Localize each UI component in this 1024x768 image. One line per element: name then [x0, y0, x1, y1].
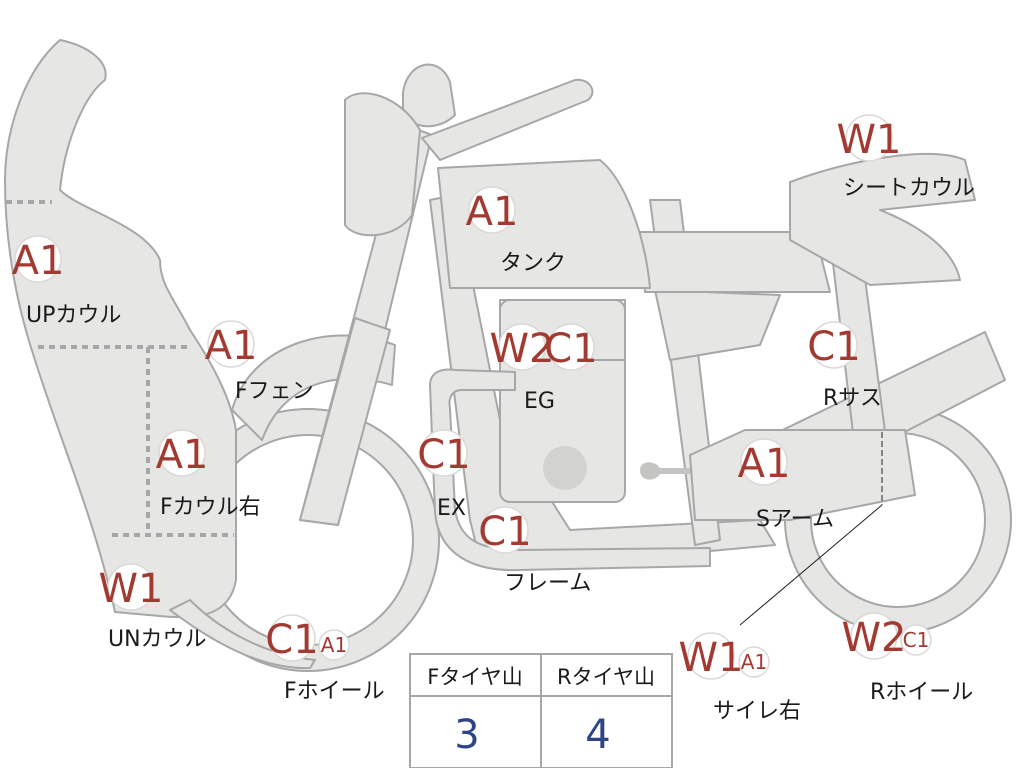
- seat-cowl-label: シートカウル: [843, 176, 975, 201]
- frame-label: フレーム: [504, 571, 591, 596]
- frame-code: C1: [478, 509, 531, 555]
- up-cowl-code: A1: [12, 238, 65, 284]
- r-wheel-code-2: C1: [903, 628, 930, 652]
- part-codes: A1 A1 A1 W1 C1 A1 A1 W2 C1 C1 C1 W1 C1 A…: [12, 117, 930, 681]
- f-wheel-code: C1: [265, 617, 318, 663]
- exhaust-shape: [429, 368, 711, 572]
- s-arm-label: Sアーム: [756, 507, 834, 532]
- rear-tire-header: Rタイヤ山: [557, 665, 655, 689]
- exhaust-label: EX: [437, 496, 466, 521]
- exhaust-code: C1: [417, 432, 470, 478]
- code-badges: [14, 114, 932, 680]
- rear-tire-value: 4: [585, 712, 610, 758]
- r-wheel-code: W2: [842, 615, 907, 661]
- f-wheel-code-2: A1: [321, 633, 347, 657]
- silencer-right-code-2: A1: [741, 650, 767, 674]
- un-cowl-label: UNカウル: [108, 627, 207, 652]
- rear-subframe-shape: [654, 289, 781, 361]
- f-cowl-right-label: Fカウル右: [160, 495, 261, 520]
- engine-code: W2: [490, 326, 555, 372]
- up-cowl-label: UPカウル: [26, 303, 121, 328]
- fairing-shape: [4, 39, 237, 619]
- silencer-right-code: W1: [679, 635, 744, 681]
- f-wheel-label: Fホイール: [284, 679, 385, 704]
- tank-label: タンク: [500, 251, 566, 276]
- r-sus-code: C1: [807, 324, 860, 370]
- engine-label: EG: [524, 389, 555, 414]
- seat-cowl-code: W1: [837, 117, 902, 163]
- engine-code-2: C1: [544, 326, 597, 372]
- silencer-right-label: サイレ右: [713, 699, 801, 724]
- seat-cowl-shape: [789, 152, 976, 286]
- front-tire-header: Fタイヤ山: [427, 665, 522, 689]
- front-fender-code: A1: [205, 323, 258, 369]
- tire-tread-table: Fタイヤ山 Rタイヤ山 3 4: [409, 653, 673, 768]
- r-sus-label: Rサス: [823, 386, 882, 411]
- tank-code: A1: [466, 189, 519, 235]
- f-cowl-right-code: A1: [156, 432, 209, 478]
- handlebar-shape: [421, 78, 594, 161]
- r-wheel-label: Rホイール: [870, 680, 973, 705]
- headlight-shape: [344, 92, 421, 237]
- front-fender-label: Fフェン: [235, 379, 314, 404]
- front-tire-value: 3: [454, 712, 479, 758]
- part-labels: UPカウル Fフェン Fカウル右 UNカウル Fホイール タンク EG EX フ…: [26, 176, 975, 724]
- un-cowl-code: W1: [99, 566, 164, 612]
- s-arm-code: A1: [738, 441, 791, 487]
